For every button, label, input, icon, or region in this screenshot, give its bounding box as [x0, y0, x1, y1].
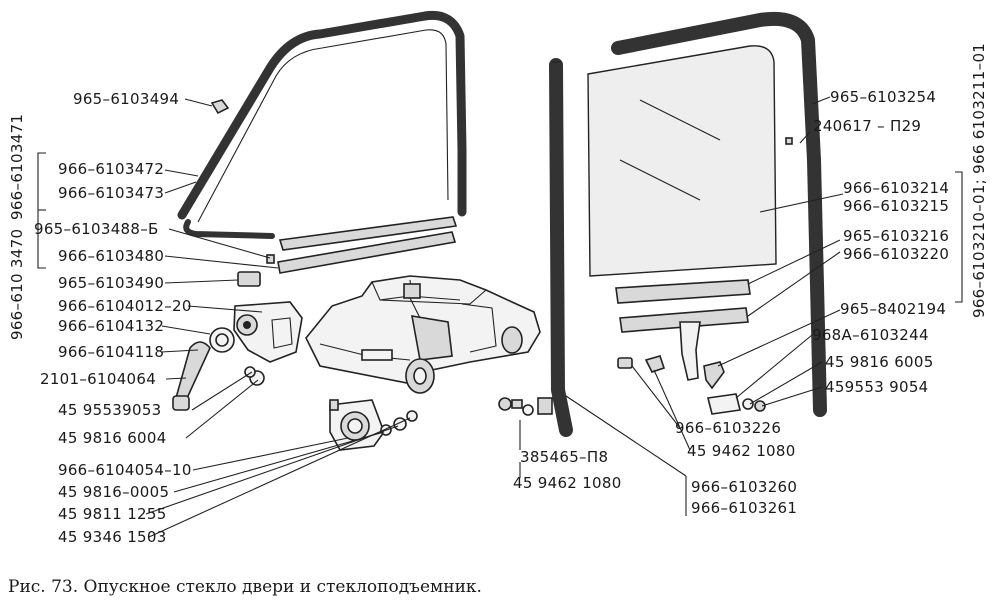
glass-bracket — [679, 321, 701, 381]
part-label: 45 9816 6005 — [825, 353, 934, 371]
part-label: 966–6103472 — [58, 160, 164, 178]
part-label: 45 95539053 — [58, 401, 162, 419]
part-label: 45 9462 1080 — [687, 442, 796, 460]
part-label: 966–6103473 — [58, 184, 164, 202]
part-label: 965–6103490 — [58, 274, 164, 292]
rubber-block — [237, 271, 261, 287]
part-label: 966–6103220 — [843, 245, 949, 263]
part-label: 966–6103261 — [691, 499, 797, 517]
assembly-label: 966–610 3470 — [8, 229, 26, 340]
right-vertical-labels: 966–6103210–01; 966 6103211–01 — [970, 43, 988, 318]
part-label: 45 9816 6004 — [58, 429, 167, 447]
left-part-labels: 965–6103494 966–6103472 966–6103473 965–… — [34, 90, 192, 546]
part-label: 968А–6103244 — [812, 326, 929, 344]
part-label: 966–6103215 — [843, 197, 949, 215]
frame-screw — [266, 254, 275, 264]
part-label: 45 9462 1080 — [513, 474, 622, 492]
part-label: 965–6103488–Б — [34, 220, 159, 238]
part-label: 966–6104118 — [58, 343, 164, 361]
assembly-label: 966–6103210–01; 966 6103211–01 — [970, 43, 988, 318]
door-glass-assembly — [587, 12, 827, 417]
part-label: 965–6103254 — [830, 88, 936, 106]
vent-window-frame — [177, 10, 467, 287]
part-label: 966–6103480 — [58, 247, 164, 265]
figure-caption: Рис. 73. Опускное стекло двери и стеклоп… — [8, 577, 482, 597]
part-label: 966–6103214 — [843, 179, 949, 197]
door-glass-guide-rail — [498, 58, 573, 437]
part-label: 966–6104054–10 — [58, 461, 192, 479]
part-label: 966–6103226 — [675, 419, 781, 437]
part-label: 965–8402194 — [840, 300, 946, 318]
assembly-label: 966–6103471 — [8, 114, 26, 220]
part-label: 45 9346 1503 — [58, 528, 167, 546]
part-label: 385465–П8 — [520, 448, 608, 466]
left-vertical-labels: 966–6103471 966–610 3470 — [8, 114, 26, 340]
glass-lower-strip — [615, 279, 751, 304]
door-glass-pane — [587, 45, 777, 277]
part-label: 240617 – П29 — [813, 117, 921, 135]
part-label: 2101–6104064 — [40, 370, 156, 388]
window-regulator-mechanism — [172, 301, 303, 411]
part-label: 966–6104132 — [58, 317, 164, 335]
vent-clip-part — [210, 99, 230, 115]
part-label: 966–6104012–20 — [58, 297, 192, 315]
center-part-labels: 385465–П8 45 9462 1080 966–6103260 966–6… — [513, 448, 797, 517]
right-part-labels: 965–6103254 240617 – П29 966–6103214 966… — [675, 88, 949, 460]
part-label: 965–6103216 — [843, 227, 949, 245]
part-label: 45 9811 1255 — [58, 505, 167, 523]
part-label: 966–6103260 — [691, 478, 797, 496]
glass-channel-holder — [619, 307, 749, 333]
lower-seal-strip — [278, 216, 458, 251]
regulator-drum — [329, 399, 418, 451]
part-label: 45 9816–0005 — [58, 483, 169, 501]
leader-lines — [37, 96, 963, 538]
car-illustration — [305, 275, 541, 394]
part-label: 459553 9054 — [825, 378, 929, 396]
part-label: 965–6103494 — [73, 90, 179, 108]
lower-channel-strip — [277, 231, 457, 274]
